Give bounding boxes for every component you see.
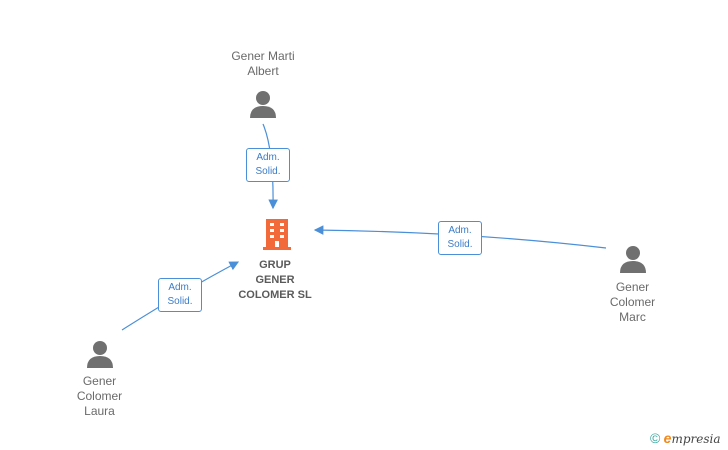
footer-brand: © empresia — [650, 430, 721, 446]
edge-label-laura: Adm. Solid. — [158, 278, 202, 312]
brand-logo-initial: e — [663, 430, 672, 446]
brand-logo-text: mpresia — [671, 432, 721, 446]
company-building-icon[interactable] — [262, 217, 292, 251]
person-label-marti[interactable]: Gener Marti Albert — [231, 49, 295, 78]
company-label[interactable]: GRUP GENER COLOMER SL — [238, 259, 312, 301]
person-icon[interactable] — [618, 244, 648, 274]
person-label-laura[interactable]: Gener Colomer Laura — [76, 374, 123, 418]
person-icon[interactable] — [248, 89, 278, 119]
edge-label-marti: Adm. Solid. — [246, 148, 290, 182]
copyright-symbol: © — [650, 430, 661, 446]
edge-label-marc: Adm. Solid. — [438, 221, 482, 255]
person-icon[interactable] — [85, 339, 115, 369]
person-label-marc[interactable]: Gener Colomer Marc — [609, 280, 656, 324]
